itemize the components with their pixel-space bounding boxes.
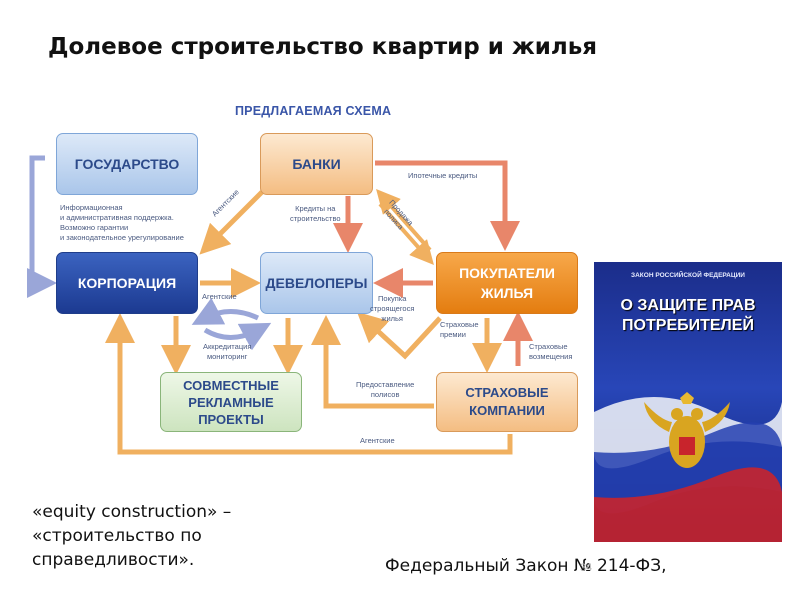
label-accreditation: Аккредитация мониторинг	[203, 342, 252, 361]
arrow-bank-buy-policy	[378, 202, 434, 265]
arrow-bank-buy	[375, 160, 520, 251]
arrow-bank-corp	[199, 190, 264, 255]
node-corporation: КОРПОРАЦИЯ	[56, 252, 198, 314]
book-header: ЗАКОН РОССИЙСКОЙ ФЕДЕРАЦИИ	[631, 272, 745, 279]
federal-law-caption: Федеральный Закон № 214-ФЗ,	[385, 556, 667, 576]
label-policy-provision: Предоставление полисов	[356, 380, 415, 399]
node-developers: ДЕВЕЛОПЕРЫ	[260, 252, 373, 314]
double-headed-eagle-icon	[644, 392, 730, 468]
node-insurance: СТРАХОВЫЕ КОМПАНИИ	[436, 372, 578, 432]
label-agency-corp-dev: Агентские	[202, 292, 237, 301]
arrow-accreditation-loop	[203, 322, 272, 351]
node-buyers: ПОКУПАТЕЛИ ЖИЛЬЯ	[436, 252, 578, 314]
page-number: 34	[580, 562, 593, 574]
label-insurance-refunds: Страховые возмещения	[529, 342, 573, 361]
label-agency-bottom: Агентские	[360, 436, 395, 445]
book-title: О ЗАЩИТЕ ПРАВ ПОТРЕБИТЕЛЕЙ	[620, 297, 756, 334]
label-mortgage-credits: Ипотечные кредиты	[408, 171, 478, 180]
scheme-title: ПРЕДЛАГАЕМАЯ СХЕМА	[235, 104, 392, 118]
node-government: ГОСУДАРСТВО	[56, 133, 198, 195]
equity-quote: «equity construction» – «строительство п…	[32, 502, 232, 570]
arrow-gov-corp	[27, 155, 57, 298]
label-buyer-purchase: Покупка строящегося жилья	[370, 294, 415, 323]
arrow-buyer-purchase	[356, 311, 442, 360]
arrow-accreditation-loop-back	[191, 297, 260, 325]
node-banks: БАНКИ	[260, 133, 373, 195]
node-joint-projects: СОВМЕСТНЫЕ РЕКЛАМНЫЕ ПРОЕКТЫ	[160, 372, 302, 432]
book-cover-image: ЗАКОН РОССИЙСКОЙ ФЕДЕРАЦИИ О ЗАЩИТЕ ПРАВ…	[594, 262, 782, 542]
page-title: Долевое строительство квартир и жилья	[48, 34, 598, 60]
arrow-bottom-agency	[105, 313, 513, 455]
label-insurance-premiums: Страховые премии	[440, 320, 479, 339]
arrow-ins-dev	[311, 315, 434, 409]
label-construction-credits: Кредиты на строительство	[290, 204, 341, 223]
label-gov-support: Информационная и административная поддер…	[60, 203, 184, 242]
